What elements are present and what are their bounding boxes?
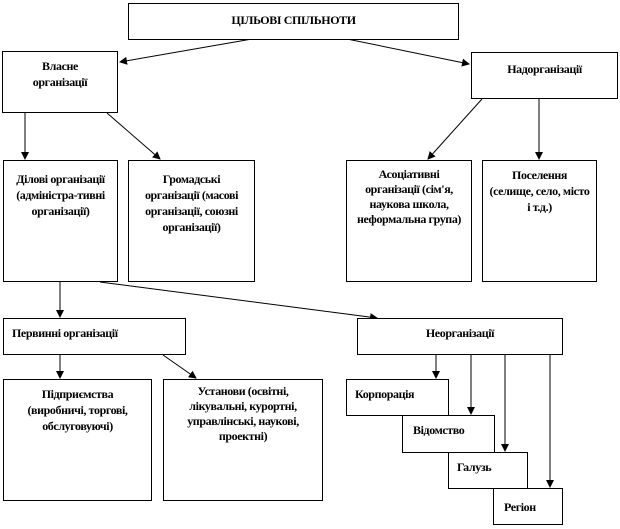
node-label: Асоціативні організації (сім'я, наукова … <box>356 167 462 226</box>
node-label: Корпорація <box>355 387 415 401</box>
node-label: Надорганізації <box>507 62 582 76</box>
node-vidomstvo: Відомство <box>402 415 495 453</box>
node-label: Установи (освітні, лікувальні, курортні,… <box>187 384 299 443</box>
node-nadorg: Надорганізації <box>471 52 618 99</box>
node-label: Регіон <box>504 500 536 514</box>
node-label: Поселення (селище, село, місто і т.д.) <box>489 168 590 214</box>
node-label: Відомство <box>413 423 465 437</box>
node-neorg: Неорганізації <box>357 318 563 355</box>
node-haluz: Галузь <box>448 452 528 489</box>
node-label: Галузь <box>457 460 492 474</box>
node-asotsiatyvni: Асоціативні організації (сім'я, наукова … <box>346 160 472 282</box>
node-label: Первинні організації <box>12 326 118 340</box>
node-vlasne: Власне організації <box>2 51 118 113</box>
node-ustanovy: Установи (освітні, лікувальні, курортні,… <box>163 379 323 501</box>
node-hromadski: Громадські організації (масові організац… <box>128 160 255 282</box>
node-label: Підприємства (виробничі, торгові, обслуг… <box>27 387 128 433</box>
node-label: Ділові організації (адміністра-тивні орг… <box>16 172 105 218</box>
node-label: Громадські організації (масові організац… <box>144 172 239 234</box>
node-pervynni: Первинні організації <box>3 318 186 355</box>
node-label: Власне організації <box>32 59 88 89</box>
title-box: ЦІЛЬОВІ СПІЛЬНОТИ <box>128 3 459 40</box>
node-poselennia: Поселення (селище, село, місто і т.д.) <box>482 160 597 282</box>
node-rehion: Регіон <box>493 488 563 525</box>
node-dilovi: Ділові організації (адміністра-тивні орг… <box>3 160 118 282</box>
node-label: Неорганізації <box>425 326 495 340</box>
node-pidpryiemstva: Підприємства (виробничі, торгові, обслуг… <box>3 379 152 501</box>
node-korporatsiia: Корпорація <box>346 379 449 416</box>
title-text: ЦІЛЬОВІ СПІЛЬНОТИ <box>231 13 356 27</box>
